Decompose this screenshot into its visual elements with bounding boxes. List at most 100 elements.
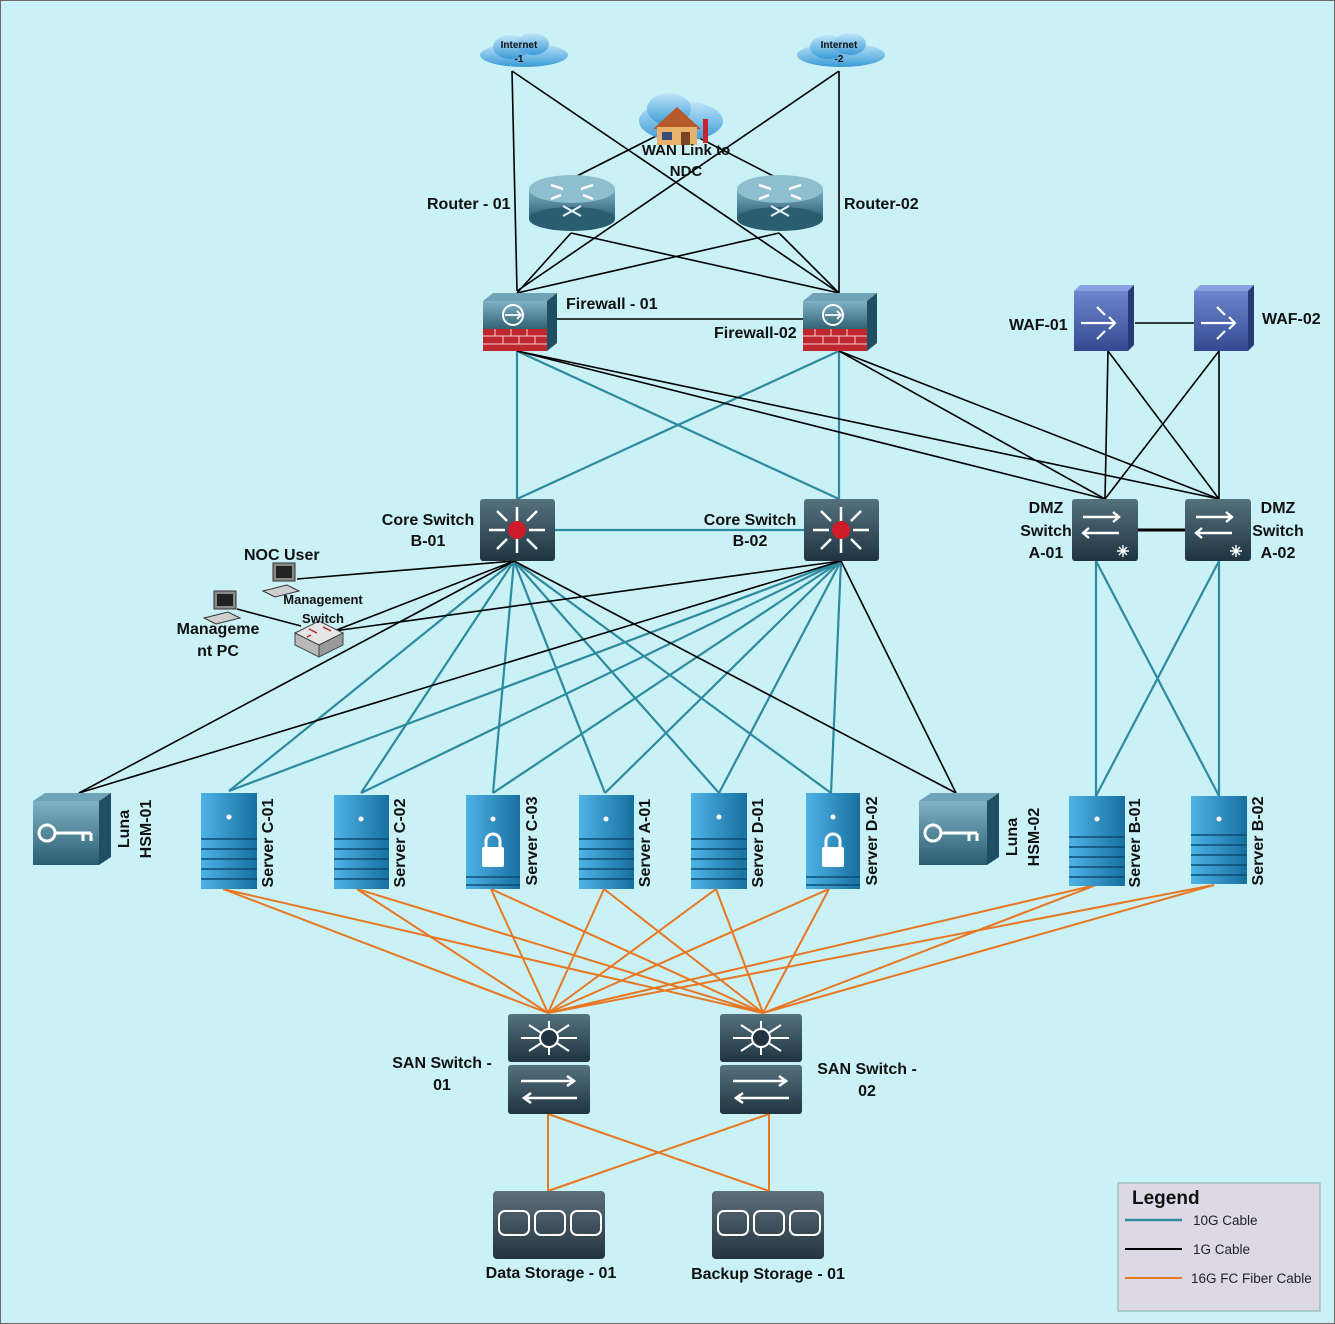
waf-02-label: WAF-02 bbox=[1262, 311, 1321, 328]
server-d02-label: Server D-02 bbox=[864, 796, 881, 885]
hsm-01-label-2: HSM-01 bbox=[138, 800, 155, 859]
server-b02-label: Server B-02 bbox=[1250, 796, 1267, 885]
hsm-01-label: Luna bbox=[116, 810, 133, 848]
management-pc: Manageme nt PC bbox=[177, 590, 260, 660]
luna-hsm-02: Luna HSM-02 bbox=[919, 793, 1043, 866]
san-switch-02-label-2: 02 bbox=[858, 1083, 876, 1100]
san-switch-01-label: SAN Switch - bbox=[392, 1055, 492, 1072]
firewall-01-label: Firewall - 01 bbox=[566, 296, 658, 313]
data-storage-01: Data Storage - 01 bbox=[486, 1191, 617, 1282]
waf-icon bbox=[1074, 285, 1134, 351]
server-icon bbox=[691, 793, 747, 889]
core-switch-b01-label-2: B-01 bbox=[411, 533, 446, 550]
server-c02-label: Server C-02 bbox=[392, 798, 409, 887]
server-d02: Server D-02 bbox=[806, 793, 881, 889]
server-d01: Server D-01 bbox=[691, 793, 767, 889]
dmz-switch-a02: DMZ Switch A-02 bbox=[1185, 499, 1304, 562]
server-a01: Server A-01 bbox=[579, 795, 654, 889]
management-pc-label: Manageme bbox=[177, 621, 260, 638]
server-b02: Server B-02 bbox=[1191, 796, 1267, 885]
management-switch-label-2: Switch bbox=[302, 611, 344, 626]
san-switch-icon bbox=[508, 1014, 590, 1114]
fc-cables bbox=[222, 884, 1215, 1192]
router-02-label: Router-02 bbox=[844, 196, 919, 213]
key-icon bbox=[33, 793, 111, 865]
server-icon bbox=[201, 793, 257, 889]
router-icon bbox=[529, 175, 615, 231]
core-switch-b02-label: Core Switch bbox=[704, 512, 796, 529]
router-01-label: Router - 01 bbox=[427, 196, 511, 213]
wan-label-2: NDC bbox=[670, 163, 703, 180]
legend-item-fc: 16G FC Fiber Cable bbox=[1191, 1271, 1312, 1286]
san-switch-02: SAN Switch - 02 bbox=[720, 1014, 917, 1114]
router-icon bbox=[737, 175, 823, 231]
dmz-a01-label: DMZ bbox=[1029, 500, 1064, 517]
data-storage-label: Data Storage - 01 bbox=[486, 1265, 617, 1282]
backup-storage-label: Backup Storage - 01 bbox=[691, 1266, 845, 1283]
multilayer-switch-icon bbox=[804, 499, 879, 561]
internet-2: Internet -2 bbox=[797, 33, 885, 67]
internet-1: Internet -1 bbox=[480, 33, 568, 67]
storage-array-icon bbox=[493, 1191, 605, 1259]
legend: Legend 10G Cable 1G Cable 16G FC Fiber C… bbox=[1117, 1182, 1321, 1312]
switch-icon bbox=[1185, 499, 1251, 561]
san-switch-02-label: SAN Switch - bbox=[817, 1061, 917, 1078]
management-switch-label: Management bbox=[283, 592, 363, 607]
1g-cables bbox=[78, 70, 1220, 794]
firewall-01: Firewall - 01 bbox=[483, 293, 658, 351]
management-pc-label-2: nt PC bbox=[197, 643, 239, 660]
hsm-02-label-2: HSM-02 bbox=[1026, 808, 1043, 867]
core-switch-b02: Core Switch B-02 bbox=[704, 499, 879, 561]
hsm-02-label: Luna bbox=[1004, 818, 1021, 856]
server-icon bbox=[579, 795, 634, 889]
server-c03-label: Server C-03 bbox=[524, 796, 541, 885]
dmz-a01-label-3: A-01 bbox=[1029, 545, 1064, 562]
server-icon bbox=[334, 795, 389, 889]
noc-user-label: NOC User bbox=[244, 547, 320, 564]
san-switch-01-label-2: 01 bbox=[433, 1077, 451, 1094]
dmz-switch-a01: DMZ Switch A-01 bbox=[1020, 499, 1138, 562]
management-switch: Management Switch bbox=[283, 592, 363, 658]
server-c01-label: Server C-01 bbox=[260, 798, 277, 887]
waf-02: WAF-02 bbox=[1194, 285, 1321, 351]
legend-item-10g: 10G Cable bbox=[1193, 1213, 1258, 1228]
10g-cables bbox=[228, 350, 1221, 797]
firewall-02-label: Firewall-02 bbox=[714, 325, 797, 342]
lock-server-icon bbox=[466, 795, 520, 889]
switch-icon bbox=[293, 620, 345, 658]
legend-item-1g: 1G Cable bbox=[1193, 1242, 1250, 1257]
noc-user: NOC User bbox=[244, 547, 320, 598]
internet-2-label-2: -2 bbox=[835, 54, 844, 65]
router-01: Router - 01 bbox=[427, 175, 615, 231]
key-icon bbox=[919, 793, 999, 865]
wan-link: WAN Link to NDC bbox=[639, 93, 730, 180]
pc-icon bbox=[202, 590, 242, 625]
waf-icon bbox=[1194, 285, 1254, 351]
server-c01: Server C-01 bbox=[201, 793, 277, 889]
san-switch-icon bbox=[720, 1014, 802, 1114]
wan-label: WAN Link to bbox=[642, 142, 730, 159]
firewall-02: Firewall-02 bbox=[714, 293, 877, 351]
core-switch-b02-label-2: B-02 bbox=[733, 533, 768, 550]
core-switch-b01-label: Core Switch bbox=[382, 512, 474, 529]
server-b01-label: Server B-01 bbox=[1127, 798, 1144, 887]
server-c02: Server C-02 bbox=[334, 795, 409, 889]
dmz-a02-label-2: Switch bbox=[1252, 523, 1304, 540]
internet-2-label: Internet bbox=[821, 40, 858, 51]
lock-server-icon bbox=[806, 793, 860, 889]
waf-01-label: WAF-01 bbox=[1009, 317, 1068, 334]
storage-array-icon bbox=[712, 1191, 824, 1259]
internet-1-label: Internet bbox=[501, 40, 538, 51]
house-cloud-icon bbox=[639, 93, 723, 145]
legend-title: Legend bbox=[1132, 1188, 1200, 1209]
switch-icon bbox=[1072, 499, 1138, 561]
waf-01: WAF-01 bbox=[1009, 285, 1134, 351]
dmz-a02-label: DMZ bbox=[1261, 500, 1296, 517]
pc-icon bbox=[261, 562, 301, 598]
luna-hsm-01: Luna HSM-01 bbox=[33, 793, 155, 865]
server-d01-label: Server D-01 bbox=[750, 798, 767, 887]
router-02: Router-02 bbox=[737, 175, 919, 231]
dmz-a01-label-2: Switch bbox=[1020, 523, 1072, 540]
